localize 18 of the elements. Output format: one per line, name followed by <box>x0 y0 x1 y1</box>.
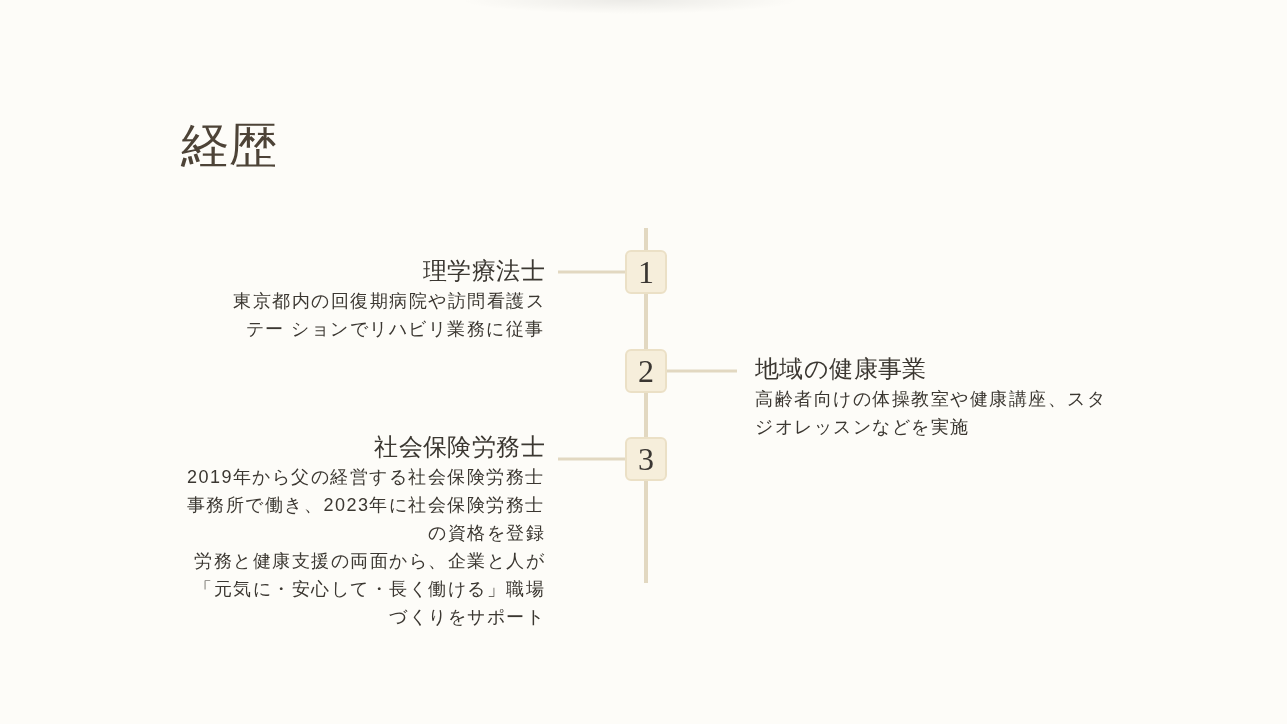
entry-description: 東京都内の回復期病院や訪問看護ステー ションでリハビリ業務に従事 <box>232 290 545 341</box>
number-badge: 1 <box>625 250 667 294</box>
entry-heading: 地域の健康事業 <box>755 354 927 384</box>
entry-description: 高齢者向けの体操教室や健康講座、スタジオレッスンなどを実施 <box>755 388 1107 439</box>
connector-line <box>558 270 625 274</box>
entry-description: 労務と健康支援の両面から、企業と人が「元気に・安心して・長く働ける」職場づくりをサポート <box>193 550 545 629</box>
connector-line <box>667 369 737 373</box>
page-title: 経歴 <box>181 118 277 174</box>
entry-heading: 理学療法士 <box>423 256 545 286</box>
number-badge: 2 <box>625 349 667 393</box>
timeline-line <box>644 393 648 437</box>
timeline-line <box>644 294 648 349</box>
timeline-line <box>644 228 648 250</box>
connector-line <box>558 457 625 461</box>
entry-description: 2019年から父の経営する社会保険労務士事務所で働き、2023年に社会保険労務士の資格を登録 <box>185 466 545 545</box>
timeline-line <box>644 481 648 583</box>
entry-heading: 社会保険労務士 <box>374 432 545 462</box>
number-badge: 3 <box>625 437 667 481</box>
